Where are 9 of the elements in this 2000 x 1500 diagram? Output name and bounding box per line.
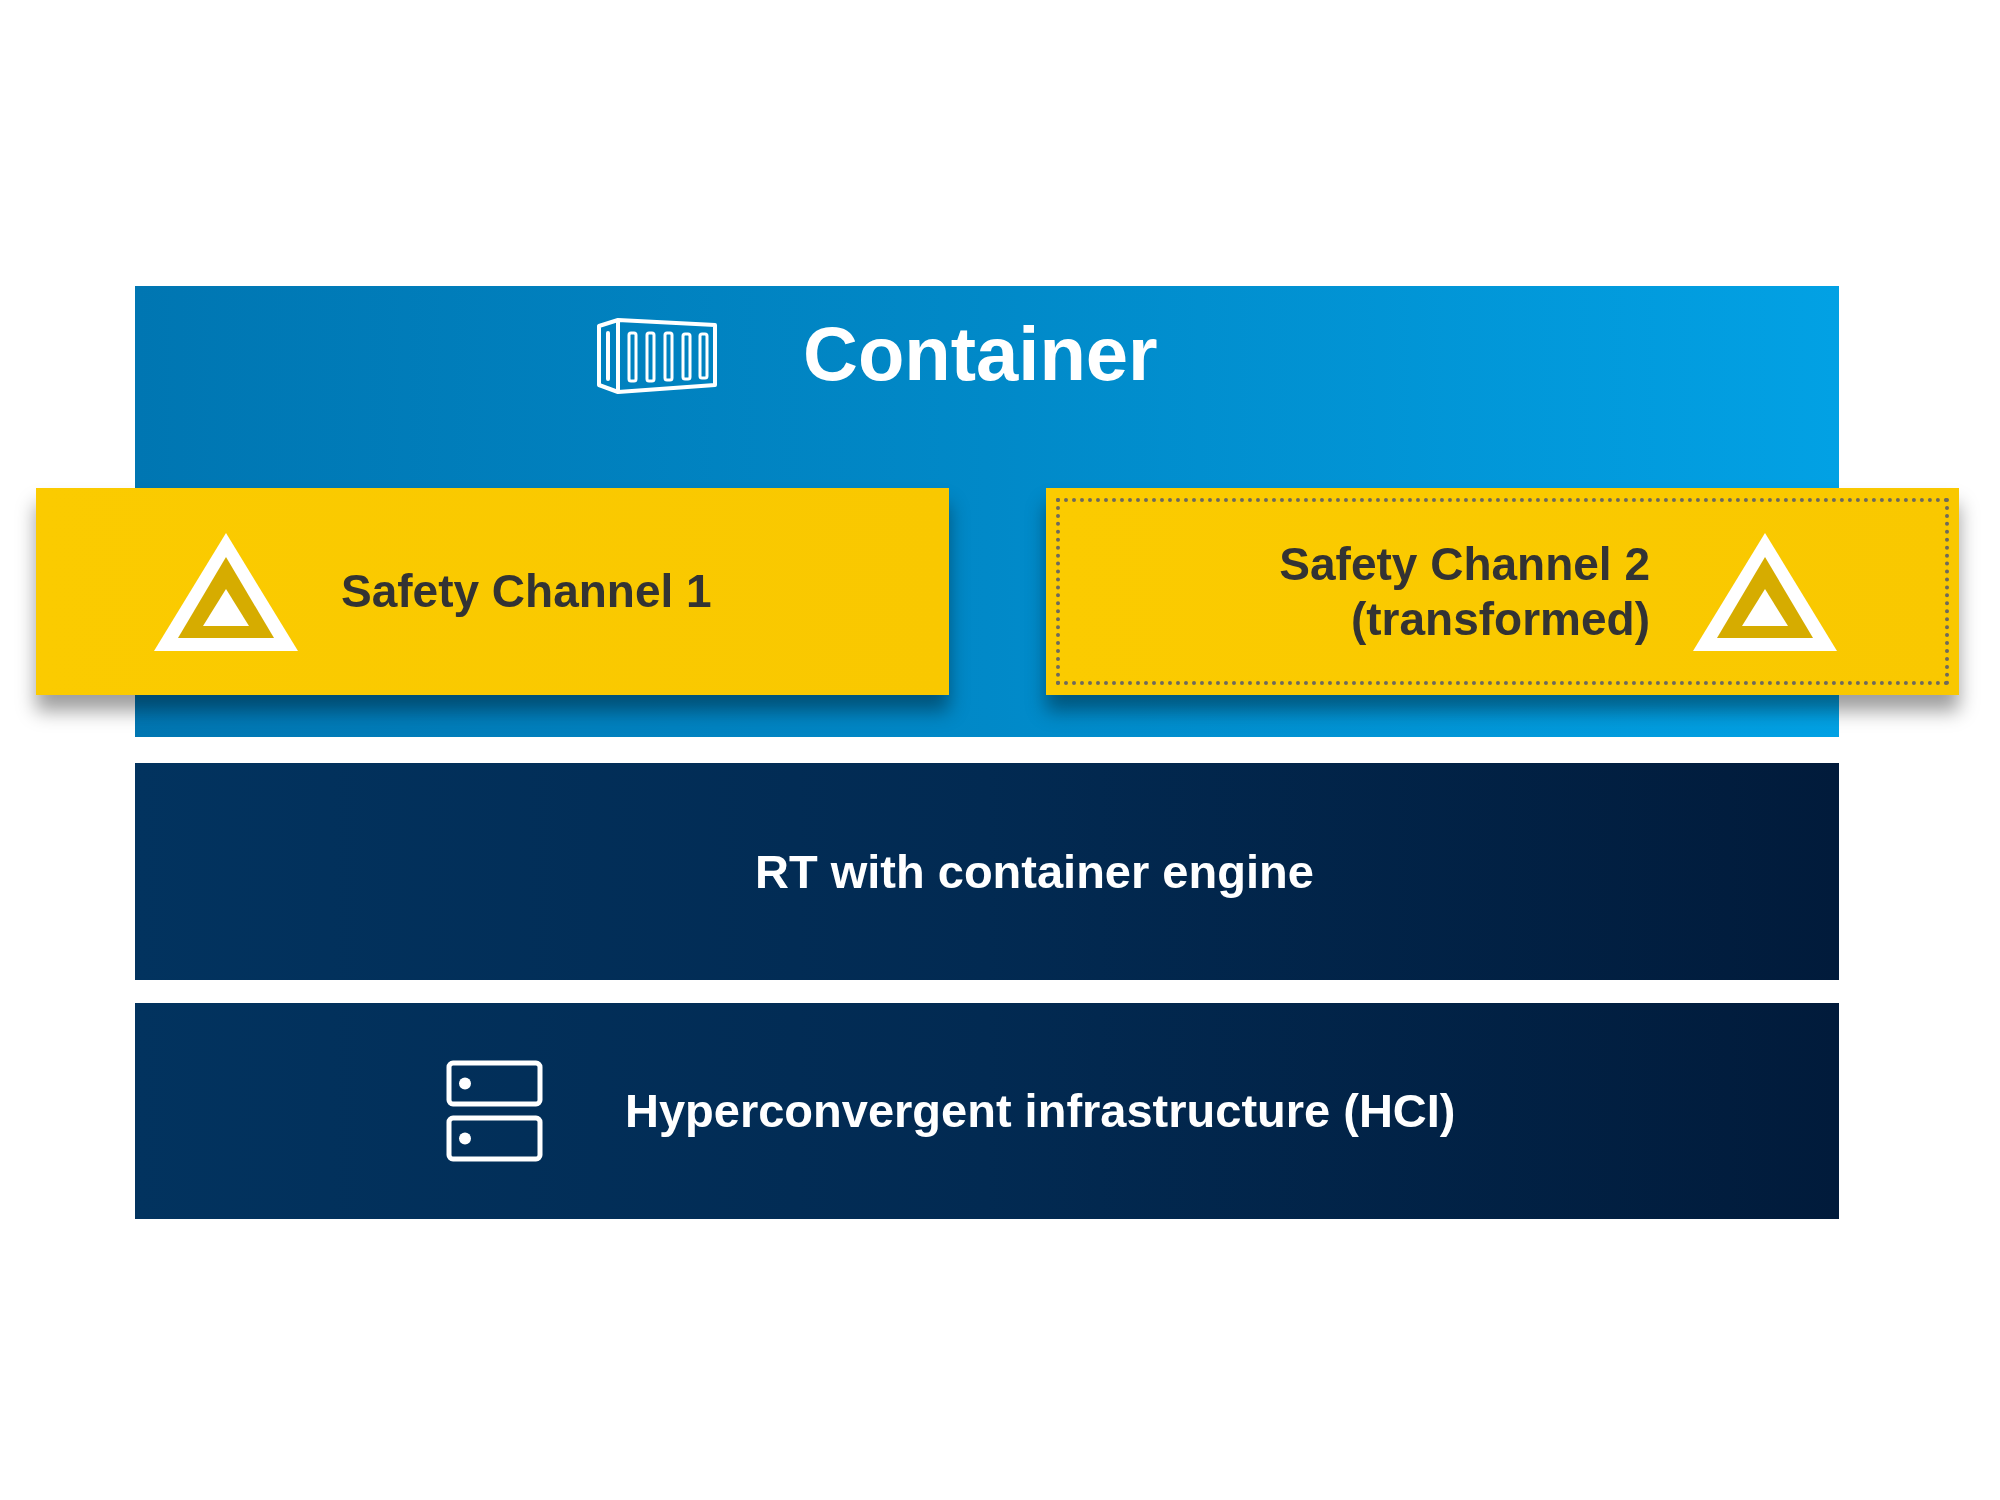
safety-channel-box: [1046, 488, 1959, 695]
os-layer-band: [135, 763, 1839, 980]
channel-label: Safety Channel 2 (transformed): [1278, 537, 1650, 646]
layer-title: Container: [803, 310, 1158, 398]
layer-label: RT with container engine: [755, 843, 1314, 900]
channel-label: Safety Channel 1: [341, 564, 712, 619]
infrastructure-layer-band: [135, 1003, 1839, 1219]
layer-label: Hyperconvergent infrastructure (HCI): [625, 1083, 1456, 1139]
safety-channel-box: [36, 488, 949, 695]
